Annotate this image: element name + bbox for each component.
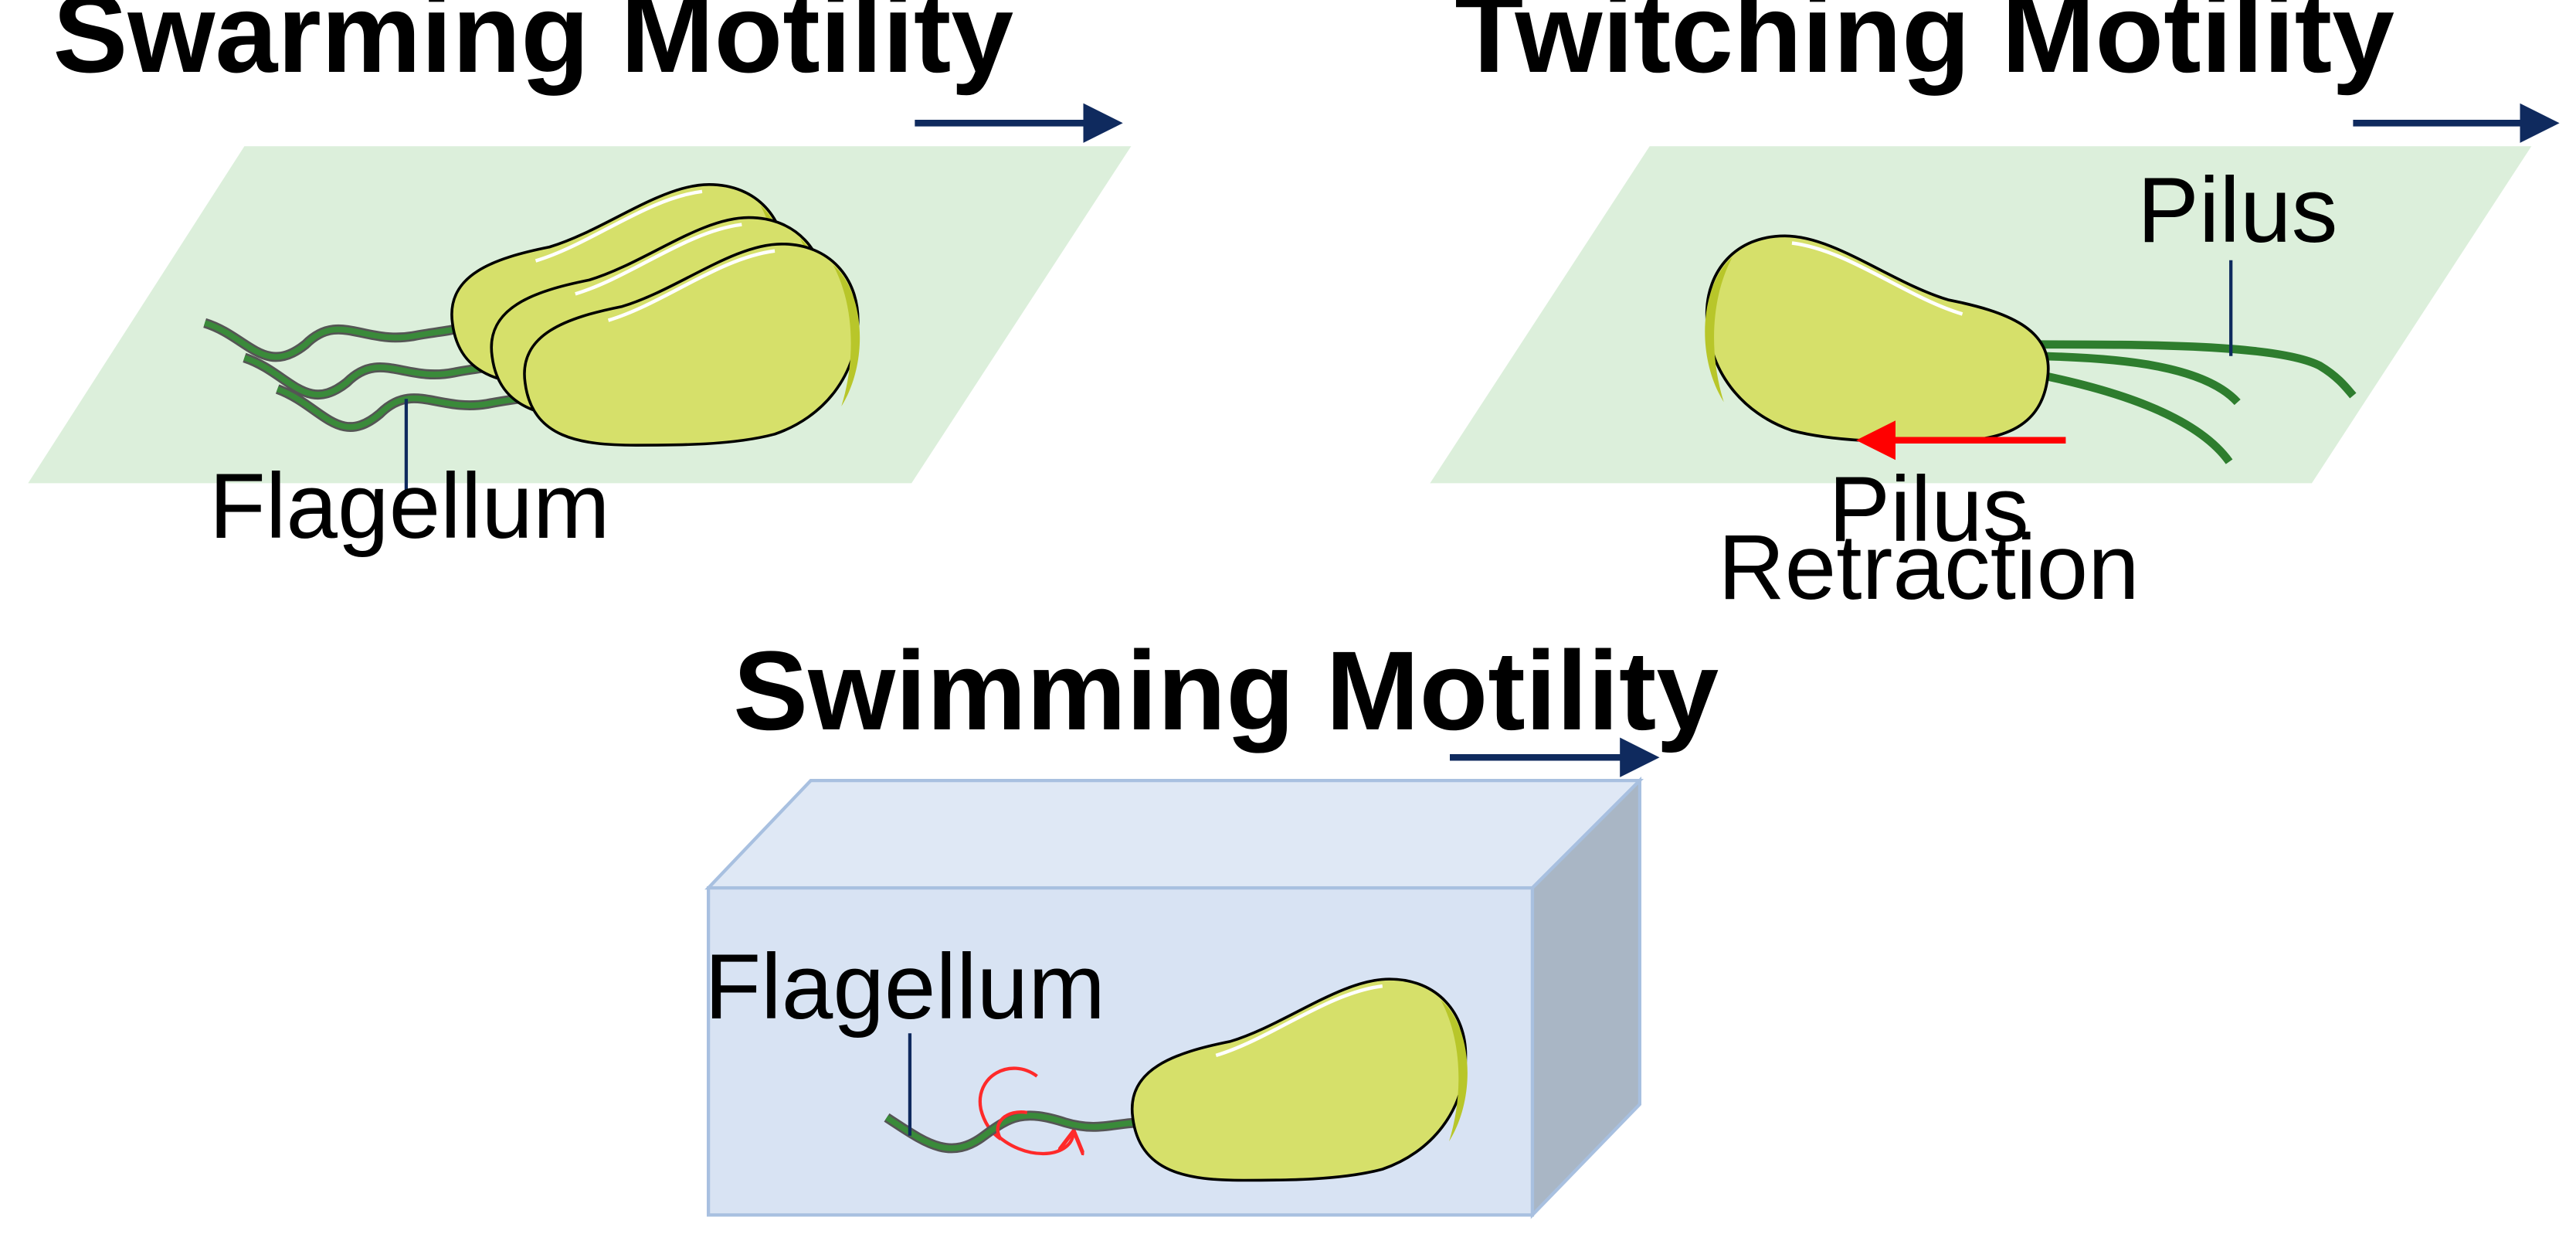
twitching-title: Twitching Motility (1454, 0, 2394, 96)
swimming-flagellum-label: Flagellum (704, 936, 1105, 1039)
rotation-arrow-icon (993, 1133, 1074, 1154)
pilus-label: Pilus (2137, 159, 2337, 262)
swarming-panel: Swarming Motility Flagellum (28, 0, 1132, 558)
flagellum-icon (884, 1110, 1143, 1154)
swarming-title: Swarming Motility (53, 0, 1013, 96)
pilus-retraction-label-line1: Pilus (1828, 458, 2028, 561)
swimming-panel: Swimming Motility Flagellum (704, 627, 1719, 1219)
rotation-arrow-icon (996, 1110, 1028, 1141)
swimming-title: Swimming Motility (733, 627, 1719, 753)
pilus-retraction-label-line2: Retraction (1718, 516, 2140, 619)
twitching-panel: Twitching Motility Pilus Pilus Retractio… (1430, 0, 2560, 619)
pilus-icon (2027, 340, 2357, 464)
swarming-flagellum-label: Flagellum (209, 455, 610, 558)
flagellum-icon (203, 318, 541, 432)
